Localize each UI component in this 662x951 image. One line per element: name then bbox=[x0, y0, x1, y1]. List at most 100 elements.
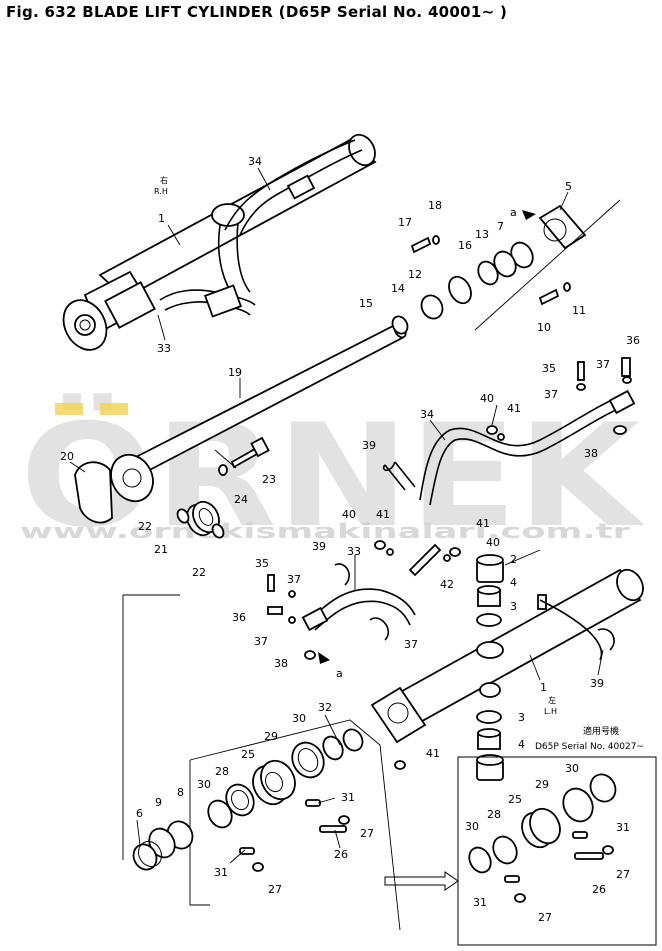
leader-lines bbox=[69, 167, 604, 864]
bushing-21 bbox=[186, 500, 220, 537]
callout: 25 bbox=[508, 793, 522, 806]
washer-18 bbox=[432, 235, 440, 245]
o-ring-38-right bbox=[613, 425, 627, 435]
nut-40-top bbox=[486, 425, 498, 435]
arrow-to-inset bbox=[384, 871, 459, 891]
callout: 27 bbox=[268, 883, 282, 896]
callout: 41 bbox=[476, 517, 490, 530]
rh-mark: 右 bbox=[160, 175, 168, 185]
u-bolt-39-upper bbox=[382, 461, 416, 491]
callout: 40 bbox=[342, 508, 356, 521]
callout: 38 bbox=[584, 447, 598, 460]
bolt-35 bbox=[577, 361, 585, 381]
callout: 34 bbox=[420, 408, 434, 421]
inset-nut-27-a bbox=[602, 845, 614, 855]
callout: 4 bbox=[510, 576, 517, 589]
lh-mark: 左 bbox=[548, 695, 556, 705]
callout: 15 bbox=[359, 297, 373, 310]
callout: 9 bbox=[155, 796, 162, 809]
callout: 39 bbox=[590, 677, 604, 690]
callout: 8 bbox=[177, 786, 184, 799]
callout: 13 bbox=[475, 228, 489, 241]
callout: 2 bbox=[510, 553, 517, 566]
o-ring-38-mid bbox=[304, 650, 316, 660]
callout: 27 bbox=[538, 911, 552, 924]
callout: 28 bbox=[215, 765, 229, 778]
cylinder-head-5 bbox=[538, 204, 587, 250]
callout: 33 bbox=[157, 342, 171, 355]
callout: 18 bbox=[428, 199, 442, 212]
callout: 4 bbox=[518, 738, 525, 751]
ring-15 bbox=[391, 315, 409, 335]
washer-37-mid-a bbox=[288, 590, 296, 598]
callout: 11 bbox=[572, 304, 586, 317]
callout: 30 bbox=[465, 820, 479, 833]
callout: 22 bbox=[192, 566, 206, 579]
callout: 31 bbox=[214, 866, 228, 879]
bushing-4-upper bbox=[477, 585, 501, 607]
callout: 35 bbox=[542, 362, 556, 375]
wiper-12 bbox=[448, 275, 472, 305]
callout: 27 bbox=[360, 827, 374, 840]
washer-24 bbox=[218, 464, 228, 476]
watermark-accent-left bbox=[55, 403, 83, 415]
callout: 37 bbox=[404, 638, 418, 651]
callout: 31 bbox=[473, 896, 487, 909]
callout: 5 bbox=[565, 180, 572, 193]
ring-16 bbox=[477, 260, 499, 286]
callout: 14 bbox=[391, 282, 405, 295]
u-bolt-39-lower bbox=[597, 628, 615, 651]
washer-37-mid-b bbox=[288, 616, 296, 624]
figure-title: Fig. 632 BLADE LIFT CYLINDER (D65P Seria… bbox=[6, 3, 508, 21]
seal-22-lower bbox=[211, 523, 225, 539]
callout: 40 bbox=[480, 392, 494, 405]
washer-41-right bbox=[443, 554, 451, 562]
piston-25 bbox=[252, 759, 296, 806]
washer-11 bbox=[563, 282, 571, 292]
callout: 37 bbox=[544, 388, 558, 401]
callout: 24 bbox=[234, 493, 248, 506]
u-bolt-39-mid bbox=[334, 563, 350, 586]
pipe-34 bbox=[419, 389, 636, 506]
inset-seal-28 bbox=[492, 835, 518, 865]
watermark-url: www.ornekismakinalari.com.tr bbox=[20, 519, 630, 543]
callout: 29 bbox=[535, 778, 549, 791]
callout: 21 bbox=[154, 543, 168, 556]
pin-31-b bbox=[239, 847, 255, 855]
callout: 36 bbox=[626, 334, 640, 347]
piston-box-frame bbox=[122, 594, 401, 931]
pin-31-a bbox=[305, 799, 321, 807]
washer-41-top bbox=[497, 433, 505, 441]
callout: 37 bbox=[254, 635, 268, 648]
bolt-10 bbox=[538, 288, 560, 306]
inset-wear-ring-30-upper bbox=[589, 773, 617, 803]
callout: 23 bbox=[262, 473, 276, 486]
inset-piston-25 bbox=[521, 807, 561, 849]
callout: 33 bbox=[347, 545, 361, 558]
callout: 37 bbox=[287, 573, 301, 586]
callout: 39 bbox=[362, 439, 376, 452]
callout: 22 bbox=[138, 520, 152, 533]
u-bolt-37 bbox=[369, 617, 390, 641]
bolt-36-mid bbox=[267, 606, 283, 615]
wear-ring-30-upper bbox=[322, 735, 344, 761]
callout: 27 bbox=[616, 868, 630, 881]
callout: 41 bbox=[426, 747, 440, 760]
callout: 3 bbox=[518, 711, 525, 724]
callout: 30 bbox=[565, 762, 579, 775]
cap-2 bbox=[476, 554, 504, 583]
callout: 29 bbox=[264, 730, 278, 743]
wear-ring-30-lower bbox=[207, 799, 233, 829]
inset-pin-31-a bbox=[572, 831, 588, 839]
seal-22-upper bbox=[176, 508, 190, 524]
callout: 36 bbox=[232, 611, 246, 624]
callout: 19 bbox=[228, 366, 242, 379]
callout: 16 bbox=[458, 239, 472, 252]
nut-40-mid bbox=[374, 540, 386, 550]
piston-ring-29 bbox=[291, 741, 325, 779]
callout: 38 bbox=[274, 657, 288, 670]
washer-37-b bbox=[576, 383, 586, 391]
clamp-42 bbox=[408, 543, 442, 577]
callout: 39 bbox=[312, 540, 326, 553]
